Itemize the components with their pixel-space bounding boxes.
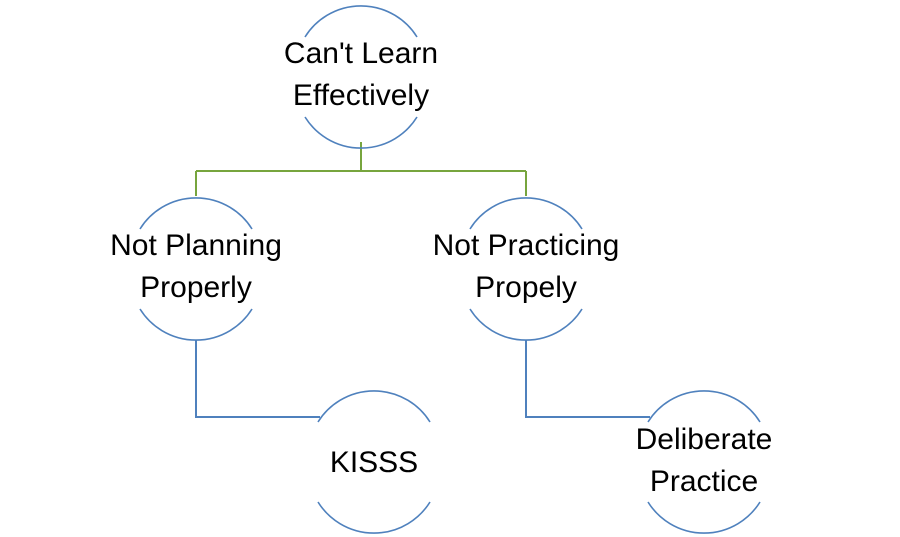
node-kisss-line1: KISSS <box>329 446 419 479</box>
node-left-circle <box>139 197 253 341</box>
node-left-line2: Properly <box>140 271 252 304</box>
node-root-line1: Can't Learn <box>283 37 439 70</box>
left-to-kisss-connector <box>195 340 320 418</box>
node-root-label: Can't Learn Effectively <box>284 33 438 117</box>
node-root-circle <box>304 5 418 149</box>
node-right-line1: Not Practicing <box>432 229 620 262</box>
node-root-line2: Effectively <box>292 79 430 112</box>
node-deliberate-label: Deliberate Practice <box>636 419 773 503</box>
node-kisss-circle <box>317 390 431 534</box>
node-left-line1: Not Planning <box>110 229 282 262</box>
node-left-label: Not Planning Properly <box>110 225 282 309</box>
node-right-line2: Propely <box>475 271 577 304</box>
node-right-label: Not Practicing Propely <box>433 225 620 309</box>
node-deliberate-circle <box>647 390 761 534</box>
node-deliberate-line1: Deliberate <box>635 423 773 456</box>
node-right-circle <box>469 197 583 341</box>
node-deliberate-line2: Practice <box>649 465 759 498</box>
right-to-deliberate-connector <box>525 340 650 418</box>
root-to-children-connector <box>195 142 527 196</box>
connectors <box>195 142 650 418</box>
node-kisss-label: KISSS <box>330 442 418 484</box>
